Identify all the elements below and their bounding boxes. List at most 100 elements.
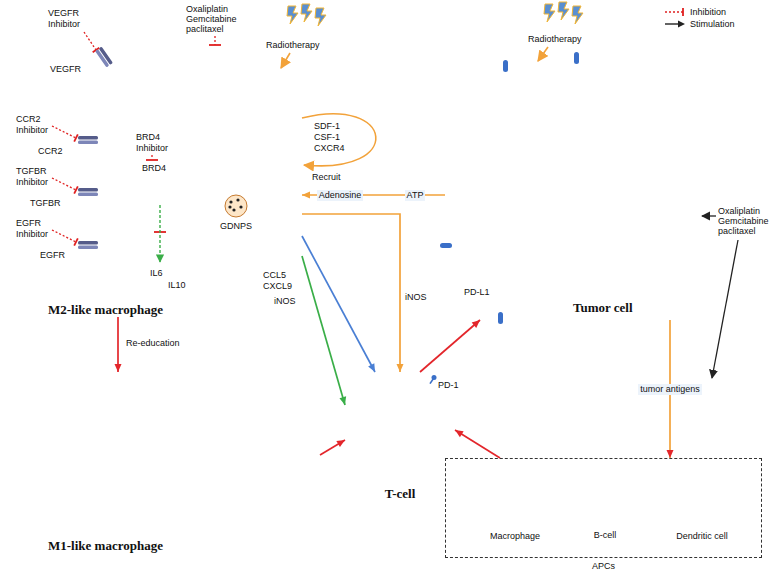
dendritic-cell: Dendritic cell: [657, 462, 747, 542]
svg-circle: [228, 205, 231, 208]
svg-circle: [593, 514, 597, 518]
annotation: VEGFR Inhibitor: [48, 8, 92, 30]
annotation: PD-L1: [464, 287, 490, 298]
svg-circle: [366, 395, 434, 463]
svg-rect: [574, 52, 579, 64]
svg-line: [538, 47, 548, 61]
svg-circle: [432, 375, 437, 380]
svg-polygon: [572, 6, 583, 24]
annotation: TGFBR: [30, 198, 61, 209]
svg-ellipse: [533, 115, 657, 231]
svg-line: [74, 186, 78, 193]
legend-item: Inhibition: [664, 6, 735, 18]
connector-line: [420, 320, 480, 372]
svg-circle: [129, 278, 135, 284]
nanoparticle-endosome: [225, 195, 247, 217]
svg-line: [159, 205, 160, 262]
svg-circle: [225, 195, 247, 217]
svg-circle: [232, 208, 235, 211]
annotation: TGFBR Inhibitor: [16, 166, 60, 188]
svg-line: [682, 8, 684, 16]
annotation: EGFR Inhibitor: [16, 218, 60, 240]
arrow-head: [397, 364, 404, 372]
svg-polygon: [301, 4, 312, 22]
drug-arrows: [702, 216, 738, 378]
arrow-head: [455, 430, 464, 437]
connector: [302, 256, 346, 405]
legend-text: Inhibition: [690, 7, 726, 17]
connector: [420, 320, 480, 372]
arrow-head: [368, 363, 375, 372]
annotation: BRD4: [142, 163, 166, 174]
svg-line: [151, 155, 152, 159]
annotation: CCR2 Inhibitor: [16, 114, 60, 136]
svg-path: [446, 62, 698, 320]
svg-polygon: [678, 21, 685, 28]
apc-group: APCsMacrophageB-cellDendritic cell: [445, 458, 762, 572]
b-cell: B-cell: [575, 468, 635, 541]
arrow-head: [472, 320, 480, 328]
svg-ellipse: [489, 484, 521, 512]
cell-shape: [70, 40, 302, 298]
connector-line: [302, 236, 375, 372]
edge-label: CCL5 CXCL9: [263, 270, 297, 292]
edge-label: Adenosine: [317, 190, 364, 201]
svg-rect: [78, 136, 98, 140]
svg-circle: [603, 473, 607, 477]
svg-line: [52, 178, 76, 190]
legend-text: Stimulation: [690, 19, 735, 29]
svg-g: [95, 47, 113, 68]
connector: [320, 440, 345, 455]
svg-line: [52, 126, 76, 138]
legend-sample: [664, 7, 686, 17]
legend-item: Stimulation: [664, 18, 735, 30]
svg-line: [84, 32, 96, 50]
annotation: Oxaliplatin Gemcitabine paclitaxel: [186, 4, 246, 34]
annotation: EGFR: [40, 250, 65, 261]
macrophage-cell: Macrophage: [475, 466, 555, 542]
connector: [302, 236, 375, 372]
svg-rect: [498, 312, 503, 324]
svg-polygon: [287, 6, 298, 24]
connector-line: [455, 430, 500, 458]
cell-shape: [575, 468, 635, 526]
node-label: Macrophage: [475, 531, 555, 542]
svg-rect: [78, 246, 98, 250]
edge-label: tumor antigens: [638, 384, 702, 395]
svg-circle: [690, 483, 714, 507]
svg-path: [215, 412, 280, 470]
connector: [302, 214, 404, 372]
t-cell: T-cell: [345, 372, 455, 501]
svg-line: [209, 44, 221, 46]
connector-line: [117, 317, 119, 372]
dashed-frame: [445, 458, 762, 558]
annotation: PD-1: [438, 380, 459, 391]
svg-rect: [440, 243, 452, 248]
annotation: Radiotherapy: [266, 40, 320, 51]
svg-path: [487, 127, 531, 199]
connector: [115, 317, 122, 372]
annotation: CCR2: [38, 146, 63, 157]
connector-line: [320, 440, 345, 455]
svg-g: [83, 46, 300, 294]
svg-circle: [229, 200, 232, 203]
svg-line: [665, 23, 679, 24]
svg-ellipse: [648, 235, 672, 245]
svg-circle: [239, 205, 242, 208]
annotation: GDNPS: [220, 221, 252, 232]
tumor-cell: Tumor cell: [445, 55, 700, 320]
svg-circle: [187, 273, 193, 279]
connector-line: [302, 256, 345, 405]
svg-circle: [347, 374, 453, 480]
svg-rect: [78, 241, 98, 245]
edge-label: Re-education: [126, 338, 180, 349]
connector: [455, 430, 500, 458]
annotation: BRD4 Inhibitor: [136, 132, 180, 154]
svg-line: [74, 134, 78, 141]
node-label: M1-like macrophage: [48, 538, 320, 553]
lightning-bolts: [287, 2, 583, 26]
svg-circle: [617, 512, 621, 516]
edge-label: iNOS: [274, 296, 296, 307]
svg-ellipse: [65, 392, 169, 492]
svg-circle: [585, 486, 589, 490]
